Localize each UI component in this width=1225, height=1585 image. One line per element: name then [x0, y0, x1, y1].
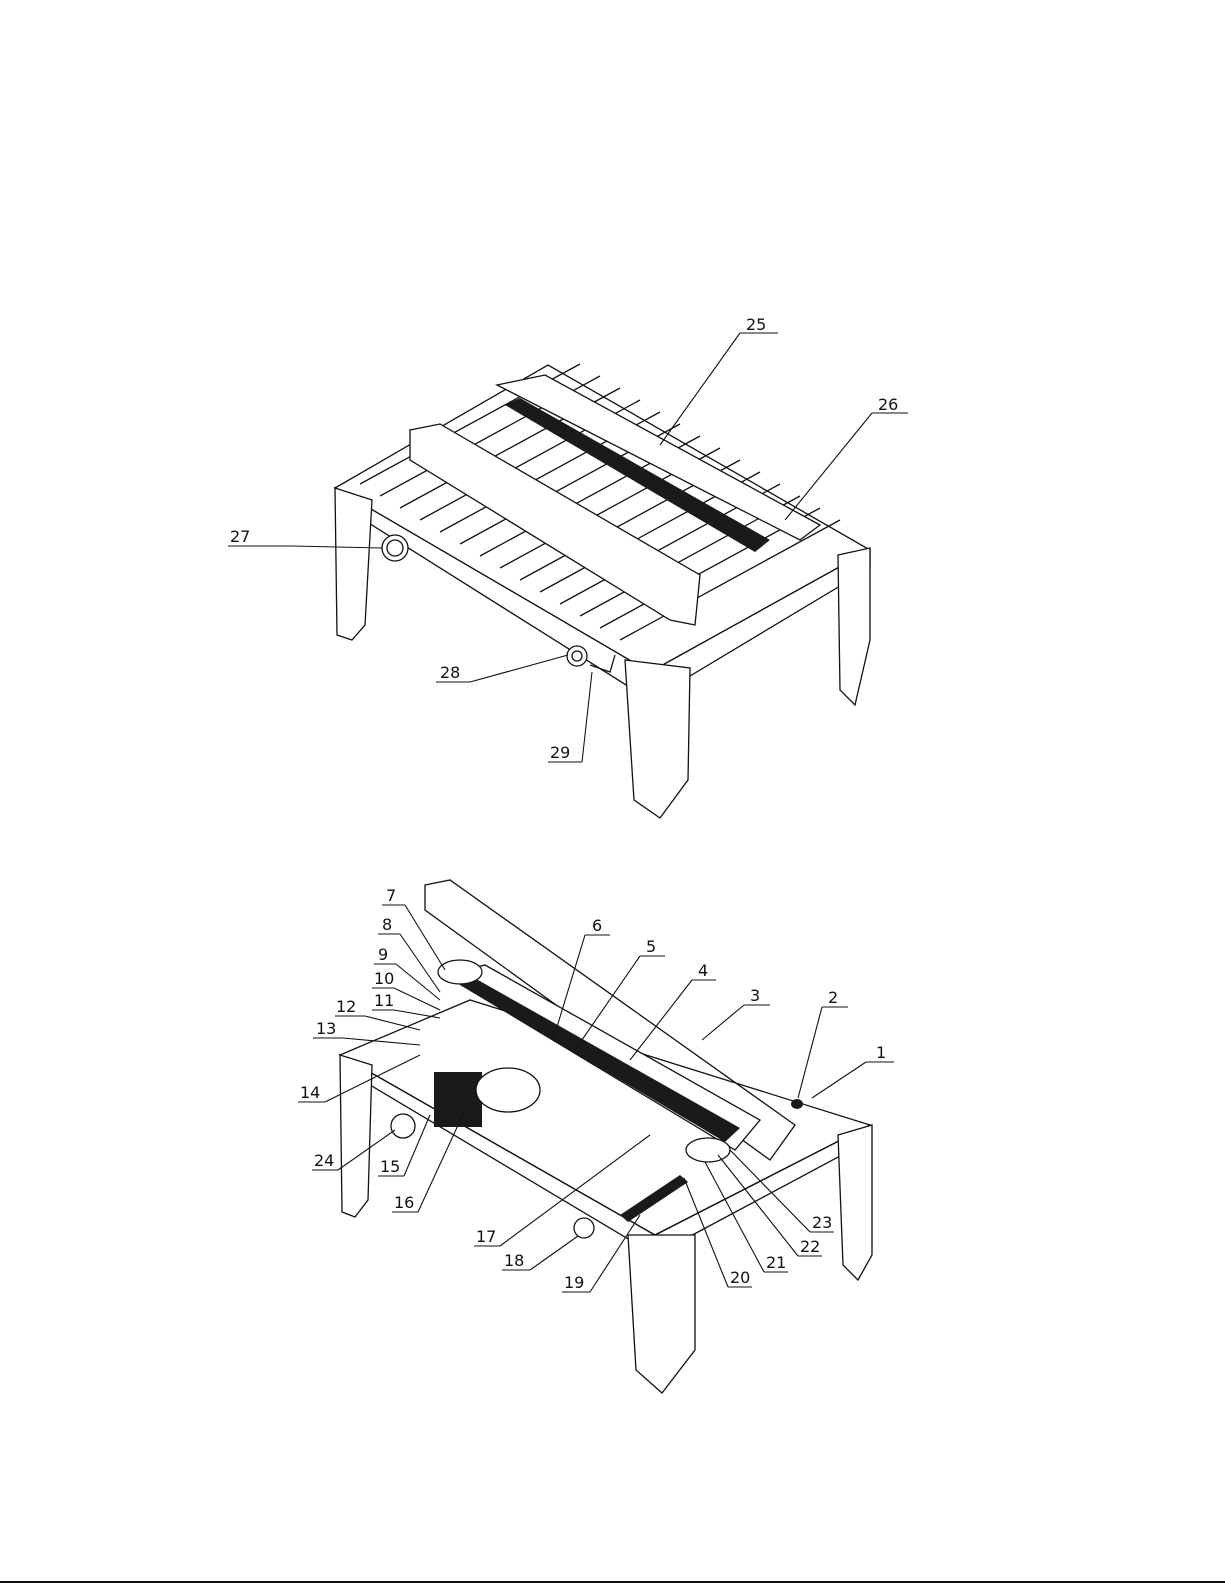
callout-4: 4	[698, 961, 708, 980]
callout-25: 25	[746, 315, 766, 334]
callout-21: 21	[766, 1253, 786, 1272]
callout-12: 12	[336, 997, 356, 1016]
figure-top-machine	[335, 364, 870, 818]
callout-10: 10	[374, 969, 394, 988]
callout-6: 6	[592, 916, 602, 935]
callout-28: 28	[440, 663, 460, 682]
callout-22: 22	[800, 1237, 820, 1256]
callout-26: 26	[878, 395, 898, 414]
callout-24: 24	[314, 1151, 334, 1170]
callout-13: 13	[316, 1019, 336, 1038]
callout-1: 1	[876, 1043, 886, 1062]
callout-29: 29	[550, 743, 570, 762]
callout-18: 18	[504, 1251, 524, 1270]
callout-20: 20	[730, 1268, 750, 1287]
callout-11: 11	[374, 991, 394, 1010]
callout-14: 14	[300, 1083, 320, 1102]
callout-9: 9	[378, 945, 388, 964]
callout-16: 16	[394, 1193, 414, 1212]
callout-27: 27	[230, 527, 250, 546]
callout-7: 7	[386, 886, 396, 905]
callout-23: 23	[812, 1213, 832, 1232]
callout-5: 5	[646, 937, 656, 956]
callout-3: 3	[750, 986, 760, 1005]
callout-8: 8	[382, 915, 392, 934]
callout-17: 17	[476, 1227, 496, 1246]
figure-bottom-machine	[340, 880, 872, 1393]
callout-2: 2	[828, 988, 838, 1007]
callout-15: 15	[380, 1157, 400, 1176]
callout-19: 19	[564, 1273, 584, 1292]
